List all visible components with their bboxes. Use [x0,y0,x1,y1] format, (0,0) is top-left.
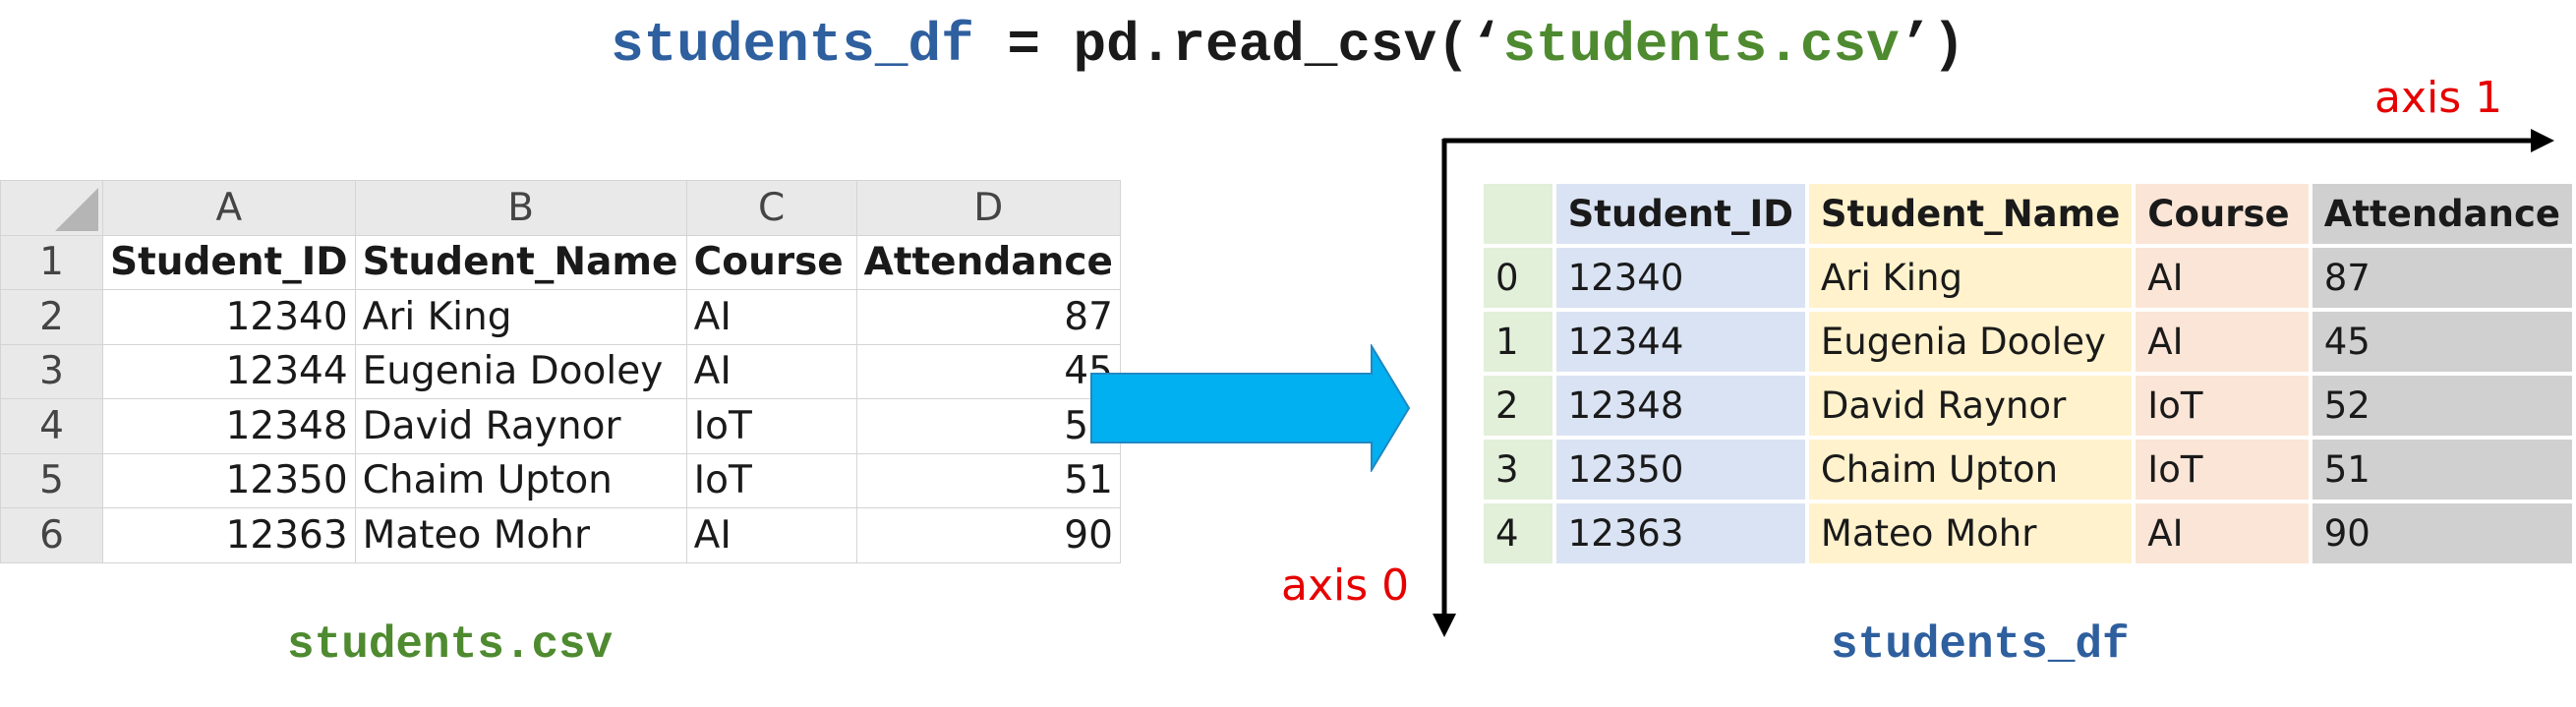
df-cell-student-id[interactable]: 12350 [1555,440,1805,500]
cell-student-id[interactable]: 12344 [102,343,356,399]
df-cell-course[interactable]: AI [2136,503,2309,563]
column-letter[interactable]: C [685,180,857,236]
column-letter[interactable]: D [855,180,1121,236]
row-number[interactable]: 5 [0,452,103,508]
csv-caption: students.csv [287,619,614,671]
cell-course[interactable]: AI [685,507,857,563]
df-cell-student-name[interactable]: Ari King [1808,248,2133,308]
code-filename: students.csv [1502,14,1900,77]
dataframe-header-row: Student_ID Student_Name Course Attendanc… [1484,184,2572,244]
cell-attendance[interactable]: 90 [855,507,1121,563]
cell-student-name[interactable]: Eugenia Dooley [354,343,687,399]
df-cell-course[interactable]: AI [2136,248,2309,308]
header-cell[interactable]: Student_Name [354,234,687,290]
header-cell[interactable]: Student_ID [102,234,356,290]
df-index-cell[interactable]: 0 [1484,248,1552,308]
df-column-header[interactable]: Attendance [2312,184,2572,244]
cell-course[interactable]: IoT [685,452,857,508]
df-cell-attendance[interactable]: 90 [2312,503,2572,563]
df-index-cell[interactable]: 1 [1484,312,1552,372]
cell-student-name[interactable]: David Raynor [354,398,687,454]
cell-attendance[interactable]: 45 [855,343,1121,399]
df-cell-student-id[interactable]: 12363 [1555,503,1805,563]
row-number[interactable]: 4 [0,398,103,454]
df-cell-student-name[interactable]: Chaim Upton [1808,440,2133,500]
code-variable: students_df [611,14,974,77]
cell-student-id[interactable]: 12363 [102,507,356,563]
row-number[interactable]: 1 [0,234,103,290]
cell-student-id[interactable]: 12340 [102,289,356,345]
cell-student-id[interactable]: 12348 [102,398,356,454]
code-open-quote: ‘ [1469,14,1503,77]
row-number[interactable]: 6 [0,507,103,563]
cell-attendance[interactable]: 52 [855,398,1121,454]
cell-student-name[interactable]: Ari King [354,289,687,345]
dataframe-row: 3 12350 Chaim Upton IoT 51 [1484,440,2572,500]
cell-student-name[interactable]: Chaim Upton [354,452,687,508]
df-cell-student-id[interactable]: 12344 [1555,312,1805,372]
dataframe-row: 0 12340 Ari King AI 87 [1484,248,2572,308]
code-line: students_df = pd.read_csv(‘students.csv’… [0,14,2576,77]
df-cell-attendance[interactable]: 52 [2312,376,2572,436]
cell-course[interactable]: AI [685,289,857,345]
df-cell-course[interactable]: IoT [2136,440,2309,500]
df-cell-course[interactable]: AI [2136,312,2309,372]
df-index-cell[interactable]: 2 [1484,376,1552,436]
df-cell-course[interactable]: IoT [2136,376,2309,436]
axis-1-label: axis 1 [2374,73,2503,123]
conversion-arrow-icon [1090,344,1411,472]
spreadsheet-row: 2 12340 Ari King AI 87 [0,289,1121,345]
index-header-cell [1484,184,1552,244]
spreadsheet-row: 5 12350 Chaim Upton IoT 51 [0,452,1121,508]
spreadsheet-column-header-row: A B C D [0,180,1121,236]
code-assignment: = pd.read_csv( [973,14,1470,77]
axis-0-arrow-icon [1433,139,1456,637]
column-letter[interactable]: A [102,180,356,236]
spreadsheet-row: 3 12344 Eugenia Dooley AI 45 [0,343,1121,399]
cell-course[interactable]: AI [685,343,857,399]
axis-1-arrow-icon [1443,129,2554,152]
df-column-header[interactable]: Student_ID [1555,184,1805,244]
df-cell-student-name[interactable]: Eugenia Dooley [1808,312,2133,372]
spreadsheet-row: 4 12348 David Raynor IoT 52 [0,398,1121,454]
df-index-cell[interactable]: 3 [1484,440,1552,500]
spreadsheet: A B C D 1 Student_ID Student_Name Course… [0,180,1121,563]
code-close: ’) [1899,14,1965,77]
df-cell-student-id[interactable]: 12340 [1555,248,1805,308]
row-number[interactable]: 2 [0,289,103,345]
dataframe-caption: students_df [1831,619,2130,671]
df-cell-student-id[interactable]: 12348 [1555,376,1805,436]
axis-0-label: axis 0 [1281,560,1410,611]
header-cell[interactable]: Course [685,234,857,290]
df-cell-student-name[interactable]: Mateo Mohr [1808,503,2133,563]
df-cell-attendance[interactable]: 51 [2312,440,2572,500]
df-cell-attendance[interactable]: 45 [2312,312,2572,372]
header-cell[interactable]: Attendance [855,234,1121,290]
df-cell-attendance[interactable]: 87 [2312,248,2572,308]
select-all-corner[interactable] [0,180,103,236]
select-all-triangle-icon [55,187,98,231]
cell-attendance[interactable]: 51 [855,452,1121,508]
column-letter[interactable]: B [354,180,687,236]
spreadsheet-row: 6 12363 Mateo Mohr AI 90 [0,507,1121,563]
df-column-header[interactable]: Course [2136,184,2309,244]
dataframe-table: Student_ID Student_Name Course Attendanc… [1480,180,2576,567]
cell-course[interactable]: IoT [685,398,857,454]
df-column-header[interactable]: Student_Name [1808,184,2133,244]
dataframe-row: 4 12363 Mateo Mohr AI 90 [1484,503,2572,563]
cell-attendance[interactable]: 87 [855,289,1121,345]
df-cell-student-name[interactable]: David Raynor [1808,376,2133,436]
dataframe-row: 2 12348 David Raynor IoT 52 [1484,376,2572,436]
df-index-cell[interactable]: 4 [1484,503,1552,563]
dataframe-row: 1 12344 Eugenia Dooley AI 45 [1484,312,2572,372]
row-number[interactable]: 3 [0,343,103,399]
cell-student-id[interactable]: 12350 [102,452,356,508]
cell-student-name[interactable]: Mateo Mohr [354,507,687,563]
spreadsheet-row: 1 Student_ID Student_Name Course Attenda… [0,234,1121,290]
